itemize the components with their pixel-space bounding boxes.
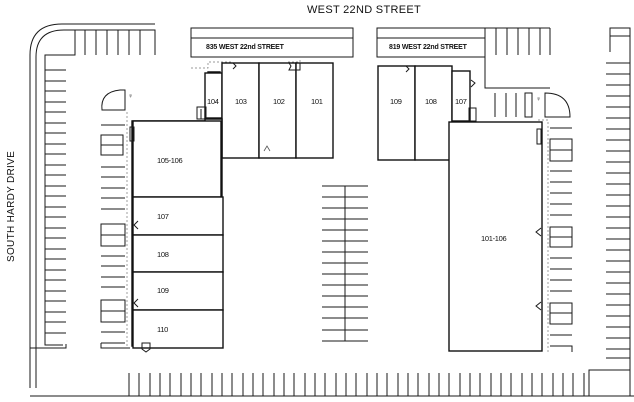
unit-108-outline: [132, 234, 224, 273]
west-curb-outer: [29, 23, 155, 388]
east-unit-107-outline: [451, 70, 471, 122]
west-address-band: [190, 37, 354, 58]
unit-label-109: 109: [157, 286, 169, 295]
address-819: 819 WEST 22nd STREET: [389, 44, 467, 51]
east-unit-108-outline: [414, 65, 453, 161]
ne-top-parking: [484, 27, 571, 118]
east-building-main-block: [448, 119, 549, 352]
unit-label-104: 104: [207, 97, 219, 106]
street-label-south-hardy: SOUTH HARDY DRIVE: [6, 150, 17, 262]
east-inner-parking: [549, 127, 573, 352]
west-frontage-strip: [190, 27, 354, 39]
east-unit-101-106-outline: [448, 121, 543, 352]
east-unit-label-107: 107: [455, 97, 467, 106]
west-building-north-wing: [196, 62, 334, 159]
unit-103-outline: [221, 62, 260, 159]
east-unit-label-109: 109: [390, 97, 402, 106]
east-building-north-wing: [377, 65, 477, 161]
east-unit-label-101-106: 101-106: [481, 234, 507, 243]
west-inner-parking: ♀: [100, 89, 133, 349]
east-outer-parking: [588, 27, 631, 397]
west-outer-parking: [30, 69, 67, 349]
east-frontage-strip: [376, 27, 486, 39]
street-label-west-22nd: WEST 22ND STREET: [307, 4, 422, 16]
unit-110-outline: [132, 309, 224, 349]
south-parking: [128, 373, 585, 396]
center-parking: [322, 185, 368, 342]
east-unit-label-108: 108: [425, 97, 437, 106]
unit-label-101: 101: [311, 97, 323, 106]
unit-label-103: 103: [235, 97, 247, 106]
unit-label-108: 108: [157, 250, 169, 259]
svg-text:♀: ♀: [536, 96, 541, 103]
unit-109-outline: [132, 271, 224, 311]
unit-label-110: 110: [157, 325, 169, 334]
west-building-main-block: [129, 118, 224, 353]
unit-label-102: 102: [273, 97, 285, 106]
unit-label-107: 107: [157, 212, 169, 221]
west-curb-inner: [35, 29, 155, 388]
nw-top-parking: [44, 29, 156, 346]
unit-107-outline: [132, 196, 224, 236]
unit-104-outline: [204, 72, 223, 119]
unit-101-outline: [295, 62, 334, 159]
unit-105-106-outline: [132, 120, 222, 198]
address-835: 835 WEST 22nd STREET: [206, 44, 284, 51]
svg-text:♀: ♀: [128, 93, 133, 100]
unit-label-105-106: 105-106: [157, 156, 183, 165]
unit-102-outline: [258, 62, 297, 159]
unit-102-marker: [263, 145, 271, 152]
east-unit-109-outline: [377, 65, 416, 161]
